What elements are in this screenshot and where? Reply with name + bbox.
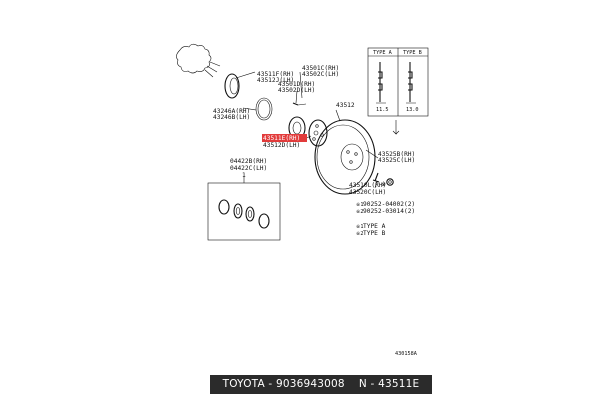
dim-type-a: 11.5 [376,107,389,113]
type-detail-boxes [367,47,429,135]
label-43246A: 43246A(RH) [213,108,250,115]
legend-mark-1: ※1 [356,224,363,230]
legend-type-b: TYPE B [363,230,386,237]
highlight-box [262,134,307,142]
legend-type-a: TYPE A [363,223,386,230]
footer-sep-1: - [264,378,276,390]
label-43520C: 43520C(LH) [349,189,386,196]
label-43525C: 43525C(LH) [378,157,415,164]
snap-ring-part [255,97,273,121]
hub-nut-part [386,178,394,186]
label-43502D: 43502D(LH) [278,87,315,94]
hub-part [308,119,328,147]
footer-gap [345,378,359,390]
label-43511E: 43511E(RH) [263,135,300,142]
label-43512: 43512 [336,102,355,109]
footer-part-number: 9036943008 [275,378,345,390]
part-info-bar: TOYOTA - 9036943008 N - 43511E [210,375,432,394]
label-43246B: 43246B(LH) [213,114,250,121]
grease-cloud-icon [176,43,221,78]
label-04422C: 04422C(LH) [230,165,267,172]
label-43501D: 43501D(RH) [278,81,315,88]
label-marker-x: ※ [381,181,386,188]
screw-part [292,102,307,106]
brake-disc-part [314,119,376,195]
footer-reference: 43511E [378,378,420,390]
label-mark-2: ※2 [356,209,363,215]
hub-cap-part [224,73,240,99]
label-43512J: 43512J(LH) [257,77,294,84]
bearing-kit-box [207,176,281,241]
diagram-code: 430158A [395,351,418,357]
label-43512D: 43512D(LH) [263,142,300,149]
footer-brand: TOYOTA [222,378,265,390]
dim-type-b: 13.0 [406,107,419,113]
legend-mark-2: ※2 [356,231,363,237]
label-mark-1: ※1 [356,202,363,208]
label-43502C: 43502C(LH) [302,71,339,78]
label-90252-03014: 90252-03014(2) [363,208,415,215]
footer-sep-2: - [366,378,379,390]
box-title-type-b: TYPE B [403,50,422,56]
label-90252-04002: 90252-04002(2) [363,201,415,208]
label-43511F: 43511F(RH) [257,71,294,78]
label-43510L: 43510L(RH) [349,182,386,189]
label-43501C: 43501C(RH) [302,65,339,72]
label-04422B: 04422B(RH) [230,158,267,165]
label-43525B: 43525B(RH) [378,151,415,158]
hub-bolt-part [372,172,380,183]
footer-prefix: N [358,378,367,390]
box-title-type-a: TYPE A [373,50,393,56]
label-kit-qty: 1 [242,172,246,179]
